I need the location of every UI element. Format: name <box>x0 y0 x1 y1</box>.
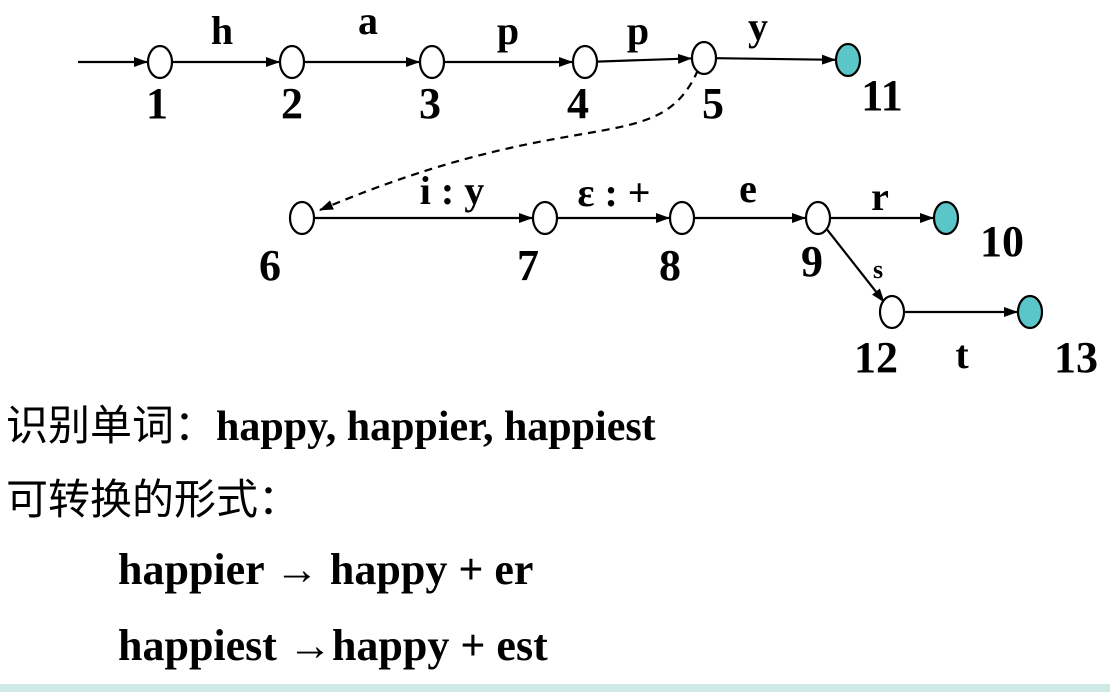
transition-label: t <box>955 332 969 377</box>
state-number: 5 <box>702 79 724 128</box>
state-number: 10 <box>980 217 1024 266</box>
state-node <box>804 200 832 236</box>
final-state-node <box>1016 294 1044 330</box>
transition-arrow <box>596 53 693 64</box>
transition-arrow <box>715 54 837 65</box>
state-number: 7 <box>517 241 539 290</box>
state-number: 12 <box>854 333 898 380</box>
form-line: happiest →happy + est <box>118 621 548 670</box>
state-number: 8 <box>659 241 681 290</box>
transition-label: r <box>871 174 889 219</box>
transition-arrow-dashed <box>319 69 700 212</box>
forms-heading: 可转换的形式： <box>6 466 300 527</box>
state-node <box>531 200 559 236</box>
state-number: 13 <box>1054 333 1098 380</box>
recognized-words-lead: 识别单词： <box>6 404 217 450</box>
state-number: 6 <box>259 241 281 290</box>
final-state-node <box>932 200 960 236</box>
transition-label: a <box>358 0 378 43</box>
bottom-rule <box>0 684 1110 692</box>
transition-label: p <box>627 8 649 53</box>
transition-label: e <box>739 166 757 211</box>
transition-label: i : y <box>420 168 484 213</box>
state-node <box>571 44 599 80</box>
state-number: 11 <box>861 71 903 120</box>
state-node <box>690 40 718 76</box>
forms-lead: 可转换的形式： <box>6 478 301 524</box>
state-node <box>288 200 316 236</box>
transition-label: p <box>497 8 519 53</box>
state-number: 9 <box>801 237 823 286</box>
transition-label: h <box>211 8 233 53</box>
state-number: 3 <box>419 79 441 128</box>
transition-label: ε : + <box>577 170 650 215</box>
state-node <box>278 44 306 80</box>
form-line: happier → happy + er <box>118 545 534 594</box>
state-node <box>146 44 174 80</box>
state-number: 1 <box>146 79 168 128</box>
state-node <box>878 294 906 330</box>
state-number: 2 <box>281 79 303 128</box>
recognized-words: happy, happier, happiest <box>216 404 656 450</box>
state-node <box>668 200 696 236</box>
state-number: 4 <box>567 79 589 128</box>
transition-label: y <box>748 4 768 49</box>
transition-label: s <box>873 255 883 284</box>
transition-arrow <box>824 226 885 303</box>
state-node <box>418 44 446 80</box>
recognized-words-line: 识别单词：happy, happier, happiest <box>6 392 656 453</box>
final-state-node <box>834 42 862 78</box>
